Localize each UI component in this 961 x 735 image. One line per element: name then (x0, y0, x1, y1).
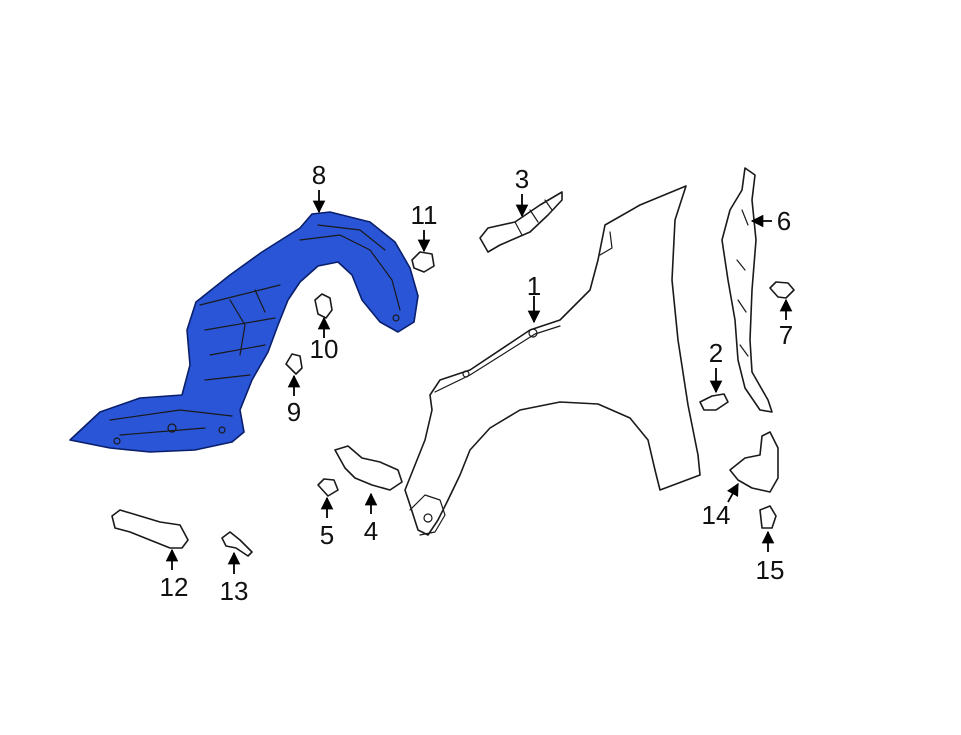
lower-bracket-part[interactable] (334, 445, 403, 491)
callout-6[interactable]: 6 (750, 206, 791, 236)
rail-12-shape (111, 509, 189, 549)
liner-rib-1 (199, 284, 281, 381)
clip-9-shape (285, 353, 303, 375)
callout-7[interactable]: 7 (779, 298, 793, 350)
fender-bolt-hole-1 (528, 328, 538, 338)
callout-1-label: 1 (527, 271, 541, 301)
fender-bolt-hole-2 (462, 370, 470, 378)
callout-10[interactable]: 10 (310, 316, 339, 364)
callout-3-label: 3 (515, 164, 529, 194)
callout-5[interactable]: 5 (320, 496, 334, 550)
stud-13-part[interactable] (221, 531, 253, 557)
callout-15-label: 15 (756, 555, 785, 585)
callout-3[interactable]: 3 (515, 164, 529, 218)
liner-rib-2 (229, 234, 401, 356)
callout-5-label: 5 (320, 520, 334, 550)
callout-4-label: 4 (364, 516, 378, 546)
callout-1[interactable]: 1 (527, 271, 541, 324)
callout-4[interactable]: 4 (364, 492, 378, 546)
liner-rib-3 (109, 224, 386, 436)
callout-14-arrow (726, 482, 739, 503)
clip-5-shape (317, 478, 339, 497)
callout-9[interactable]: 9 (287, 374, 301, 427)
nut-11-part[interactable] (411, 251, 435, 273)
callout-8[interactable]: 8 (312, 160, 326, 214)
upper-bracket-detail (514, 199, 553, 236)
callout-9-label: 9 (287, 397, 301, 427)
guard-14-shape (729, 431, 779, 493)
callout-13[interactable]: 13 (220, 551, 249, 606)
clip-5-part[interactable] (317, 478, 339, 497)
side-seal-shape (721, 167, 773, 413)
callout-6-label: 6 (777, 206, 791, 236)
liner-hole-2 (113, 437, 121, 445)
callout-10-label: 10 (310, 334, 339, 364)
fender-bolt-hole-3 (423, 513, 433, 523)
nut-11-shape (411, 251, 435, 273)
fender-flange (434, 231, 613, 393)
stud-13-shape (221, 531, 253, 557)
liner-hole-3 (218, 426, 226, 434)
clip-10-part[interactable] (314, 293, 333, 319)
fender-shape (404, 185, 701, 536)
liner-hole-4 (392, 314, 400, 322)
fender-liner-part[interactable] (69, 211, 419, 453)
callout-11[interactable]: 11 (411, 200, 438, 253)
callout-11-label: 11 (411, 200, 438, 230)
callout-2[interactable]: 2 (709, 338, 723, 394)
rail-12-part[interactable] (111, 509, 189, 549)
clip-9-part[interactable] (285, 353, 303, 375)
side-seal-part[interactable] (721, 167, 773, 413)
clip-7-shape (769, 281, 795, 299)
upper-bracket-shape (479, 191, 563, 253)
bolt-2-part[interactable] (699, 393, 729, 411)
clip-7-part[interactable] (769, 281, 795, 299)
callout-14[interactable]: 14 (702, 482, 739, 530)
callout-12-label: 12 (160, 572, 189, 602)
fender-part[interactable] (404, 185, 701, 536)
bolt-15-part[interactable] (759, 505, 777, 529)
callout-7-label: 7 (779, 320, 793, 350)
callout-14-label: 14 (702, 500, 731, 530)
guard-14-part[interactable] (729, 431, 779, 493)
callout-15[interactable]: 15 (756, 530, 785, 585)
callout-8-label: 8 (312, 160, 326, 190)
callout-13-label: 13 (220, 576, 249, 606)
lower-bracket-shape (334, 445, 403, 491)
callout-2-label: 2 (709, 338, 723, 368)
callout-12[interactable]: 12 (160, 548, 189, 602)
liner-hole-1 (167, 423, 177, 433)
fender-bracket (409, 494, 446, 536)
bolt-2-shape (699, 393, 729, 411)
upper-bracket-part[interactable] (479, 191, 563, 253)
side-seal-detail (736, 209, 749, 357)
clip-10-shape (314, 293, 333, 319)
bolt-15-shape (759, 505, 777, 529)
